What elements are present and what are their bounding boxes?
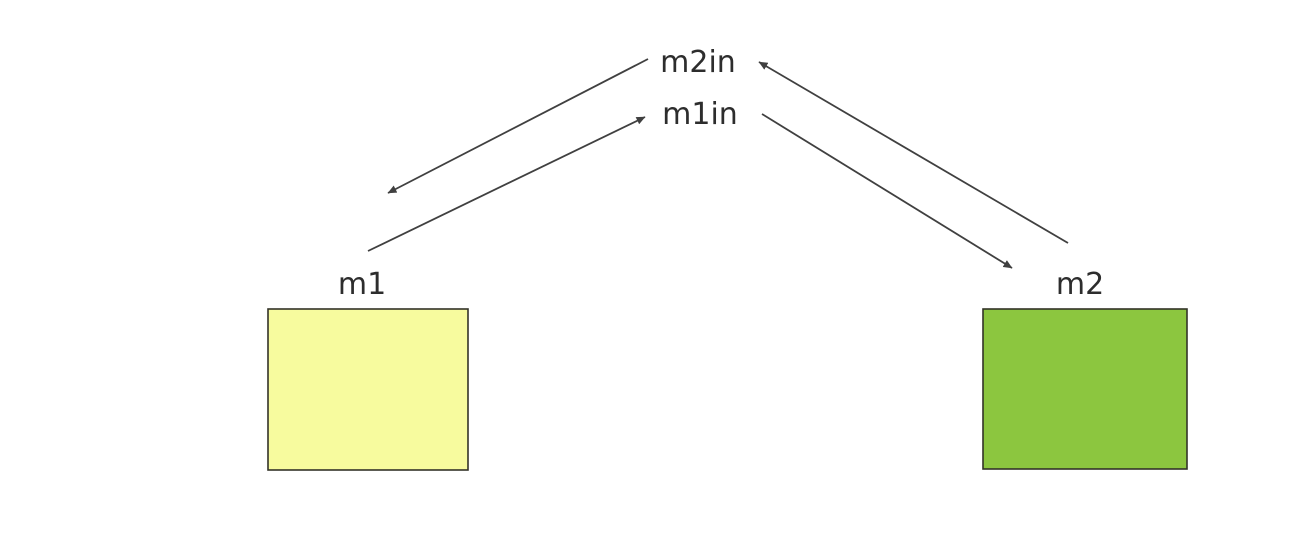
edge-m1-to-m1in [367,116,646,252]
edge-m2-to-m2in [758,61,1069,244]
label-m1: m1 [338,267,386,302]
edge-m2in-to-m1 [387,58,649,194]
node-m1-box [267,308,469,471]
edge-m1in-to-m2 [761,113,1013,269]
node-m2-box [982,308,1188,470]
label-m2in: m2in [660,45,736,80]
label-m1in: m1in [662,97,738,132]
label-m2: m2 [1056,267,1104,302]
